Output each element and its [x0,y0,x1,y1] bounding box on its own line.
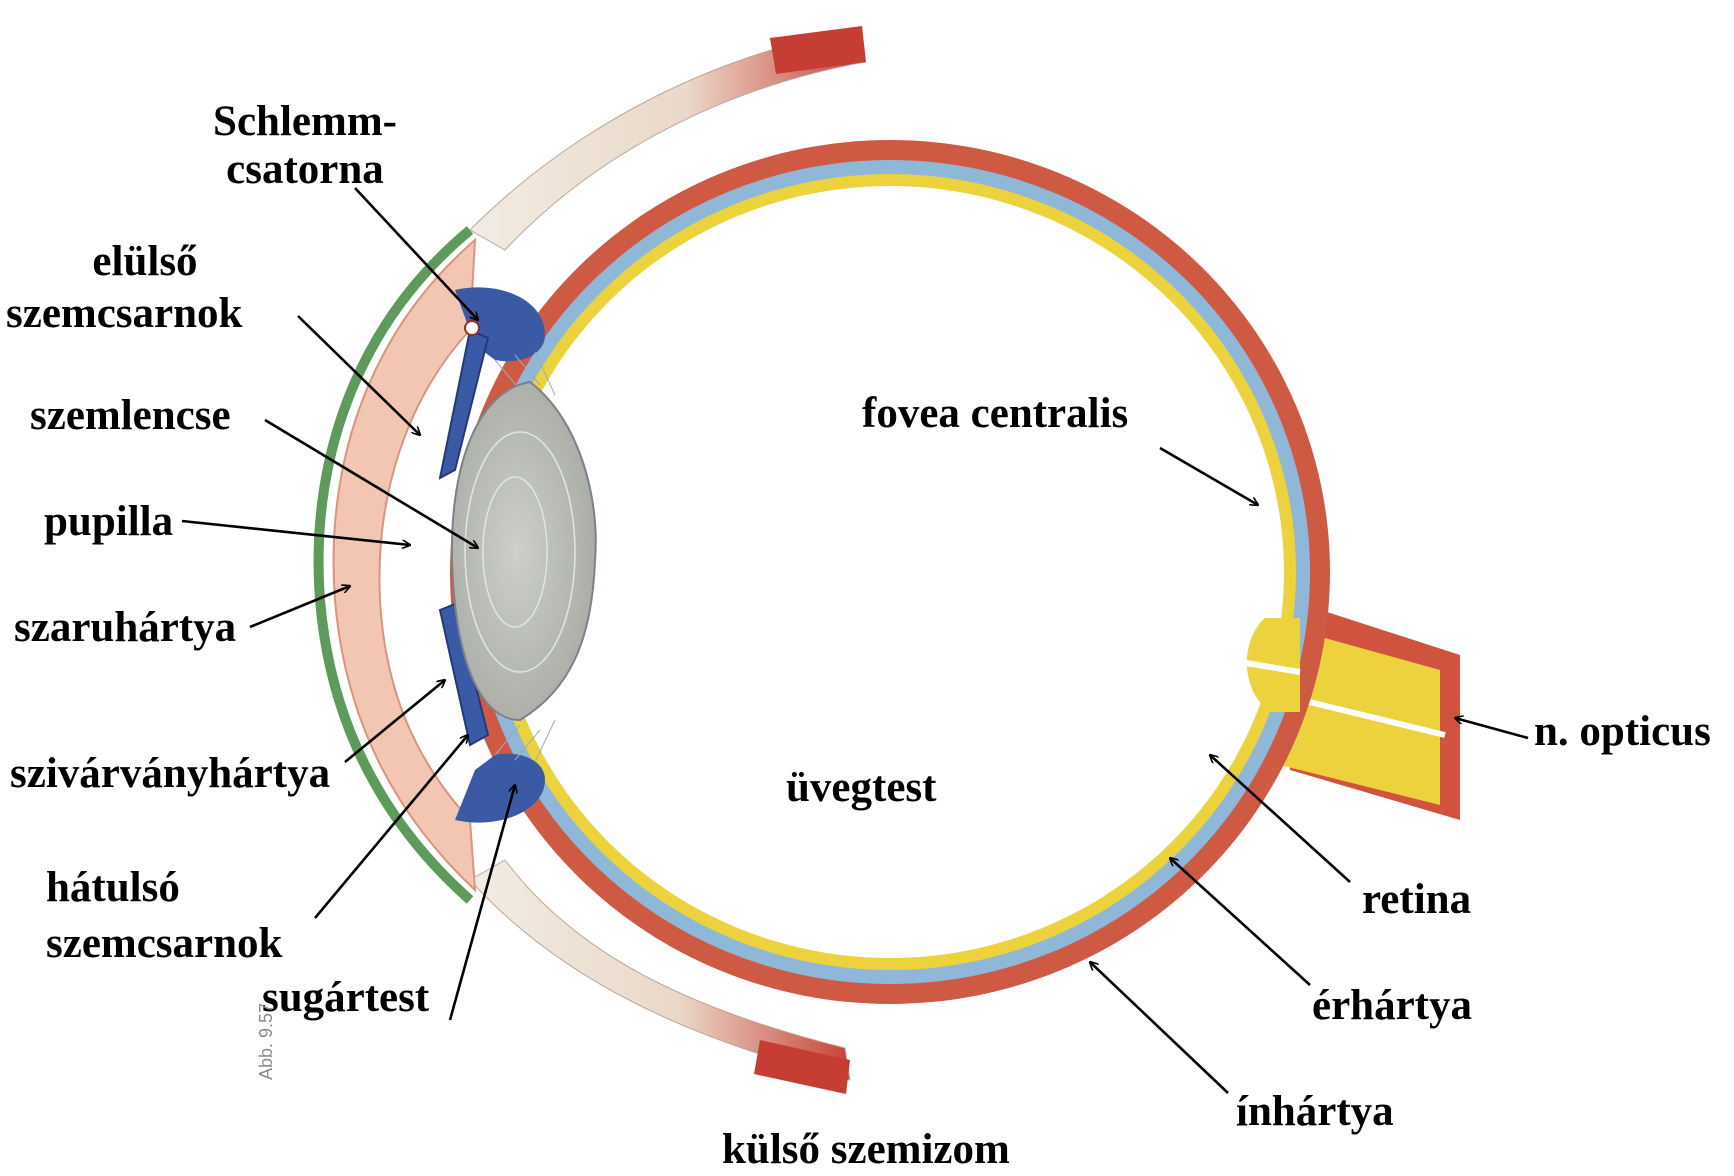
label-choroid: érhártya [1312,980,1472,1032]
label-pupil: pupilla [44,496,173,548]
label-anterior-chamber-line2: szemcsarnok [6,288,242,340]
label-vitreous: üvegtest [786,762,936,814]
figure-number: Abb. 9.57 [256,1003,277,1080]
label-anterior-chamber-line1: elülső [60,236,230,288]
label-cornea: szaruhártya [14,602,236,654]
label-iris: szivárványhártya [10,748,330,800]
schlemm-canal [465,321,479,335]
label-lens: szemlencse [30,390,231,442]
arrow-optic-nerve [1455,718,1528,738]
label-posterior-chamber-line1: hátulsó [46,862,180,914]
label-ciliary-body: sugártest [262,972,429,1024]
label-posterior-chamber-line2: szemcsarnok [46,918,282,970]
label-schlemm-line1: Schlemm- [205,96,405,148]
label-external-muscle: külső szemizom [722,1124,1010,1176]
label-retina: retina [1362,874,1471,926]
vitreous-body [496,186,1284,958]
label-sclera: ínhártya [1236,1086,1394,1138]
label-fovea: fovea centralis [862,388,1128,440]
label-optic-nerve: n. opticus [1534,706,1711,758]
arrow-sclera [1090,962,1228,1093]
arrow-choroid [1170,858,1310,985]
label-schlemm-line2: csatorna [205,144,405,196]
